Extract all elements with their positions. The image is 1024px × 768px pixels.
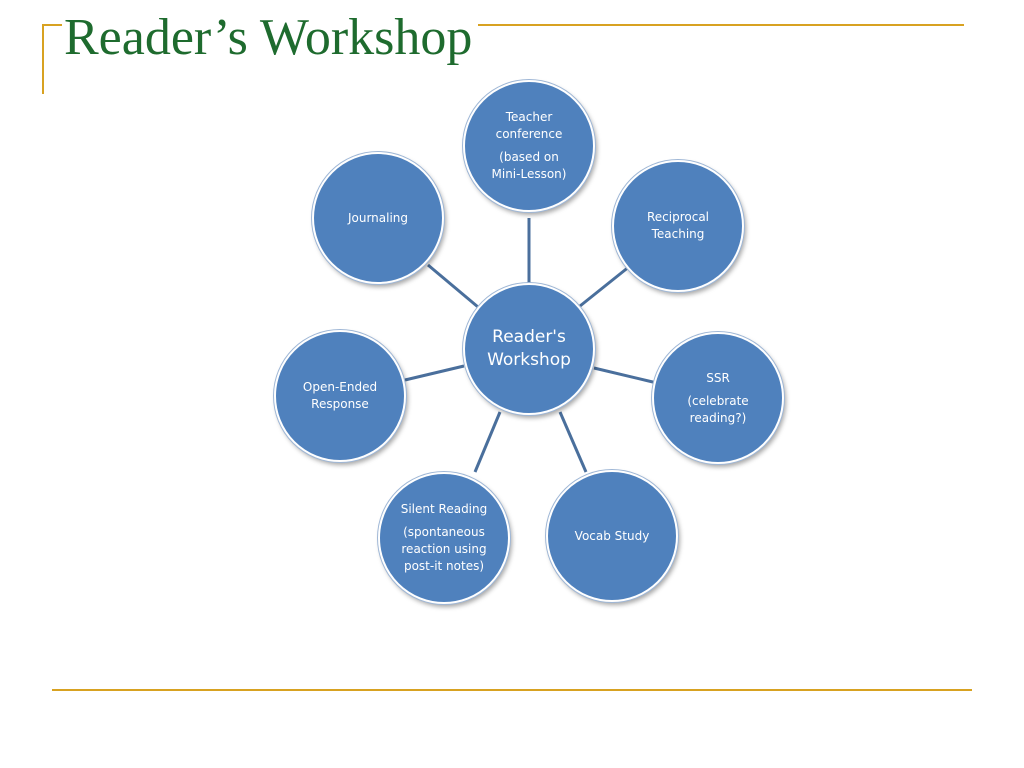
- top-frame-line: [42, 24, 964, 26]
- bottom-frame-line: [52, 689, 972, 691]
- connector-reciprocal-teaching: [579, 264, 631, 308]
- node-ssr-line2: (celebrate: [687, 393, 749, 408]
- node-silent-reading-para2: (spontaneous reaction using post-it note…: [401, 524, 486, 575]
- node-open-ended-response-line2: Response: [311, 397, 369, 411]
- node-teacher-conference-para2: (based on Mini-Lesson): [492, 149, 567, 183]
- node-teacher-conference-para1: Teacher conference: [496, 109, 563, 143]
- node-vocab-study-line1: Vocab Study: [574, 528, 650, 543]
- node-ssr-line1: SSR: [706, 370, 730, 385]
- node-silent-reading-line2: (spontaneous: [403, 525, 485, 539]
- node-reciprocal-teaching-line1: Reciprocal: [646, 210, 710, 224]
- slide-title: Reader’s Workshop: [62, 8, 479, 68]
- node-reciprocal-teaching: Reciprocal Teaching: [612, 160, 744, 292]
- center-node-line1: Reader's: [492, 327, 566, 347]
- node-open-ended-response: Open-Ended Response: [274, 330, 406, 462]
- node-teacher-conference-line4: Mini-Lesson): [491, 167, 567, 181]
- center-node-line2: Workshop: [487, 350, 571, 370]
- node-silent-reading: Silent Reading (spontaneous reaction usi…: [378, 472, 510, 604]
- connector-open-ended-response: [404, 364, 465, 382]
- node-journaling-line1: Journaling: [347, 210, 409, 225]
- node-ssr-para2: (celebrate reading?): [687, 393, 748, 427]
- node-vocab-study: Vocab Study: [546, 470, 678, 602]
- connector-vocab-study: [558, 411, 588, 473]
- node-ssr: SSR (celebrate reading?): [652, 332, 784, 464]
- connector-ssr: [593, 366, 658, 385]
- node-teacher-conference: Teacher conference (based on Mini-Lesson…: [463, 80, 595, 212]
- connector-silent-reading: [473, 411, 502, 473]
- node-silent-reading-line1: Silent Reading: [400, 502, 488, 516]
- node-journaling: Journaling: [312, 152, 444, 284]
- connector-journaling: [427, 263, 479, 309]
- left-frame-line: [42, 24, 44, 94]
- node-teacher-conference-line2: conference: [495, 127, 563, 141]
- node-open-ended-response-line1: Open-Ended: [302, 380, 378, 394]
- node-reciprocal-teaching-line2: Teaching: [651, 227, 705, 241]
- node-teacher-conference-line3: (based on: [499, 150, 559, 164]
- node-teacher-conference-line1: Teacher: [505, 110, 553, 124]
- node-silent-reading-line4: post-it notes): [403, 559, 485, 573]
- node-silent-reading-line3: reaction using: [401, 542, 487, 556]
- center-node-readers-workshop: Reader's Workshop: [463, 283, 595, 415]
- node-ssr-line3: reading?): [689, 410, 747, 425]
